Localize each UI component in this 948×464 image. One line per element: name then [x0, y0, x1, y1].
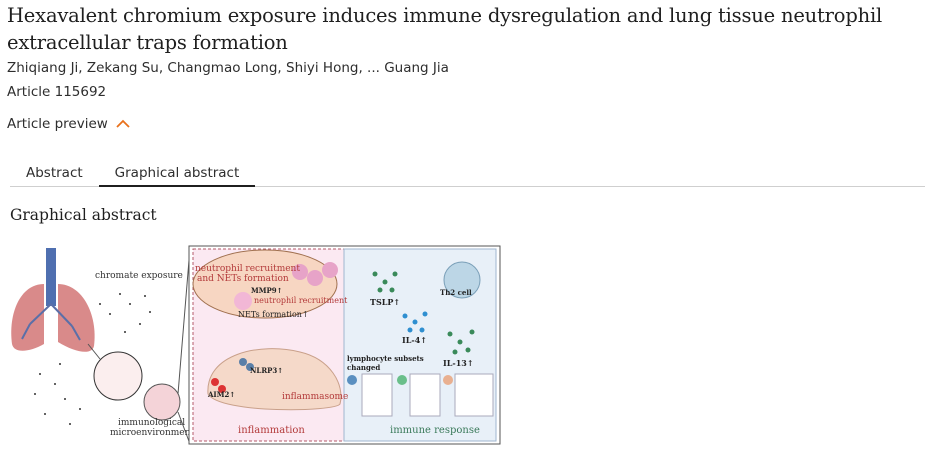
article-number: Article 115692 [7, 84, 107, 100]
label-aim2: AIM2↑ [207, 390, 235, 399]
label-nr3: neutrophil recruitment [254, 296, 348, 305]
tab-bar: Abstract Graphical abstract [10, 160, 925, 187]
label-inflammation: inflammation [238, 425, 305, 436]
label-immuno: immunological [118, 418, 185, 428]
tab-graphical-abstract[interactable]: Graphical abstract [98, 160, 256, 187]
label-nr1: neutrophil recruitment [195, 264, 300, 274]
label-immune-response: immune response [390, 425, 480, 436]
article-authors: Zhiqiang Ji, Zekang Su, Changmao Long, S… [7, 60, 449, 76]
label-nets: NETs formation↑ [238, 310, 309, 319]
graphical-abstract-figure: chromate exposure immunological microenv… [11, 245, 501, 445]
article-preview-toggle[interactable]: Article preview [7, 116, 130, 132]
section-heading: Graphical abstract [10, 206, 157, 224]
label-mmp9: MMP9↑ [251, 286, 283, 295]
label-inflammasome: inflammasome [282, 392, 348, 402]
label-microenv: microenvironment [110, 428, 194, 438]
label-il4: IL-4↑ [402, 335, 427, 345]
article-title[interactable]: Hexavalent chromium exposure induces imm… [7, 4, 883, 54]
label-lymph1: lymphocyte subsets [347, 354, 424, 363]
label-nr2: and NETs formation [197, 274, 289, 284]
article-preview-label: Article preview [7, 116, 108, 132]
lungs-illustration [11, 247, 191, 445]
label-tslp: TSLP↑ [370, 297, 400, 307]
label-th2: Th2 cell [440, 288, 472, 297]
label-lymph2: changed [347, 363, 380, 372]
label-chromate: chromate exposure [95, 271, 183, 281]
tab-abstract[interactable]: Abstract [26, 165, 83, 181]
label-il13: IL-13↑ [443, 358, 474, 368]
chevron-up-icon [116, 119, 130, 128]
label-nlrp3: NLRP3↑ [250, 366, 283, 375]
chromate-particles [34, 293, 151, 425]
